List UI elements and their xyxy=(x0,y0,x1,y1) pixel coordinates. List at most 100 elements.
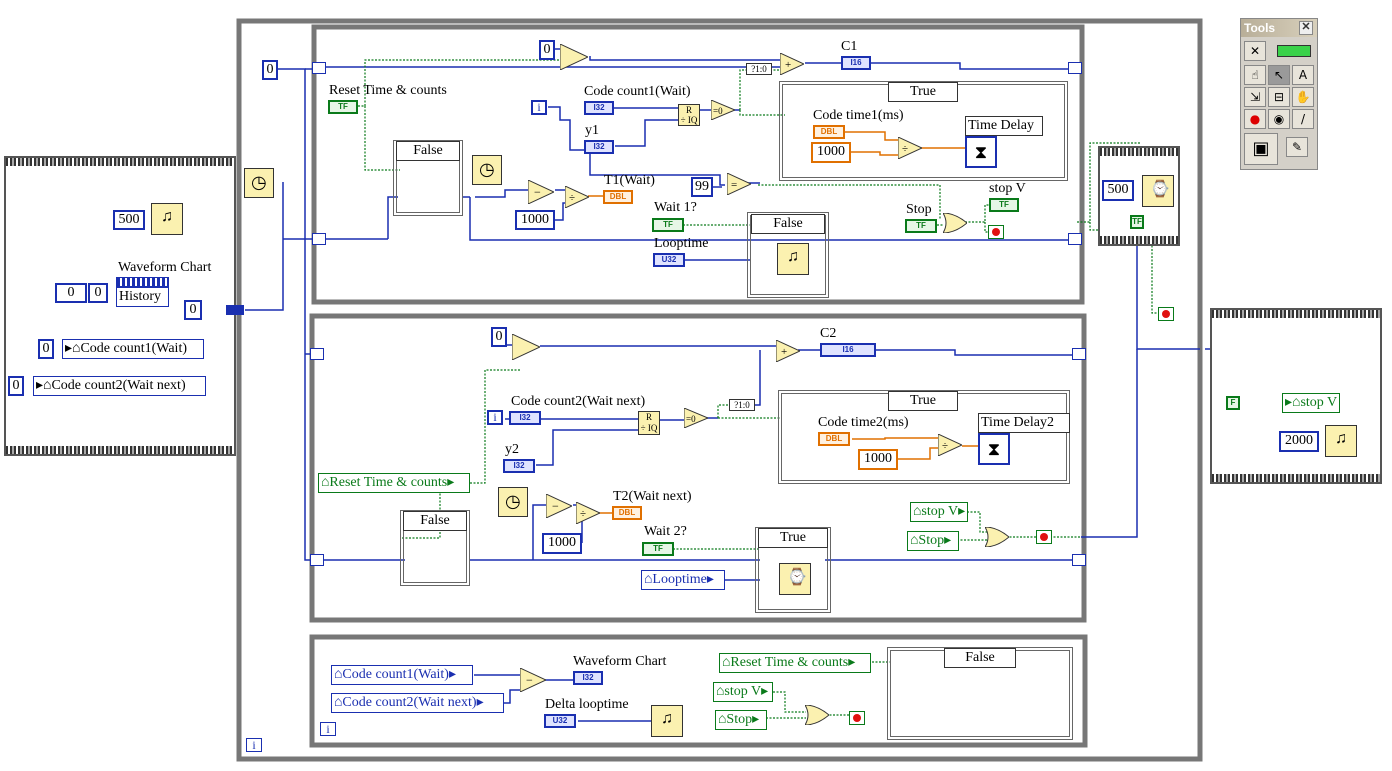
loop1-1000-b[interactable]: 1000 xyxy=(515,210,555,230)
y1-indicator: I32 xyxy=(584,140,614,154)
left-num-b[interactable]: 0 xyxy=(88,283,108,303)
reset-case-selector-2[interactable]: False xyxy=(403,511,467,531)
operate-tool-icon[interactable]: ☝ xyxy=(1244,65,1266,85)
chart-property-node[interactable] xyxy=(116,277,169,287)
divide-node-ct2: ÷ xyxy=(937,433,964,457)
wait-ms-loop3-icon: ♫ xyxy=(651,705,683,737)
shortcut-menu-tool-icon[interactable]: ⊟ xyxy=(1268,87,1290,107)
wait1-case-selector[interactable]: False xyxy=(751,214,825,234)
close-icon[interactable]: ✕ xyxy=(1299,21,1313,35)
outer-while-loop xyxy=(236,18,1203,762)
cc2-property-write[interactable]: ▸⌂Code count2(Wait next) xyxy=(33,376,206,396)
left-wait-const[interactable]: 500 xyxy=(113,210,145,230)
stop-property-read-loop3[interactable]: ⌂Stop▸ xyxy=(715,710,767,730)
stop-label: Stop xyxy=(906,202,932,217)
codetime2-case-selector[interactable]: True xyxy=(888,391,958,411)
cc1-const[interactable]: 0 xyxy=(38,339,54,359)
c1-label: C1 xyxy=(841,39,858,54)
y1-label: y1 xyxy=(585,123,599,138)
reset-case-selector-1[interactable]: False xyxy=(396,141,460,161)
svg-text:+: + xyxy=(781,346,787,358)
stop-terminal-loop3 xyxy=(849,711,865,725)
stopv-property-read-loop2[interactable]: ⌂stop V▸ xyxy=(910,502,968,522)
time-delay-express[interactable]: Time Delay ⧗ xyxy=(965,116,1043,168)
loop2-zero[interactable]: 0 xyxy=(491,327,507,347)
left-out-num[interactable]: 0 xyxy=(184,300,202,320)
scroll-tool-icon[interactable]: ✋ xyxy=(1292,87,1314,107)
left-num-a[interactable]: 0 xyxy=(55,283,87,303)
breakpoint-tool-icon[interactable]: ● xyxy=(1244,109,1266,129)
eq0-node-1: =0 xyxy=(710,99,737,121)
auto-tool-icon[interactable]: ✕ xyxy=(1244,41,1266,61)
stopv-property-read-loop3[interactable]: ⌂stop V▸ xyxy=(713,682,773,702)
wait2-label: Wait 2? xyxy=(644,524,687,539)
svg-text:+: + xyxy=(785,59,791,71)
reset-case-selector-3[interactable]: False xyxy=(944,648,1016,668)
wait1-label: Wait 1? xyxy=(654,200,697,215)
delta-indicator: U32 xyxy=(544,714,576,728)
cc2-property-read[interactable]: ⌂Code count2(Wait next)▸ xyxy=(331,693,504,713)
reset-property-read-loop3[interactable]: ⌂Reset Time & counts▸ xyxy=(719,653,871,673)
waveform-chart-label-loop3: Waveform Chart xyxy=(573,654,667,669)
cc2-const[interactable]: 0 xyxy=(8,376,24,396)
middle-wait-const[interactable]: 500 xyxy=(1102,180,1134,201)
cc1-property-read[interactable]: ⌂Code count1(Wait)▸ xyxy=(331,665,473,685)
quotient-remainder-2: R÷ IQ xyxy=(638,411,660,435)
wait1-control[interactable]: TF xyxy=(652,218,684,232)
wait2-control[interactable]: TF xyxy=(642,542,674,556)
loop2-1000-b[interactable]: 1000 xyxy=(542,533,582,554)
reset-control[interactable]: TF xyxy=(328,100,358,114)
loop3-while-border xyxy=(309,634,1088,748)
looptime-property-read[interactable]: ⌂Looptime▸ xyxy=(641,570,725,590)
wire-tool-icon[interactable]: ⇲ xyxy=(1244,87,1266,107)
cc2-indicator-loop2: I32 xyxy=(509,411,541,425)
cc1-property-write[interactable]: ▸⌂Code count1(Wait) xyxy=(62,339,204,359)
time-delay2-express[interactable]: Time Delay2 ⧗ xyxy=(978,413,1070,465)
probe-tool-icon[interactable]: ◉ xyxy=(1268,109,1290,129)
tick-count-1-icon: ◷ xyxy=(472,155,502,185)
color-tool-icon[interactable]: ▣ xyxy=(1244,133,1278,165)
codetime2-1000[interactable]: 1000 xyxy=(858,449,898,470)
svg-text:−: − xyxy=(552,499,559,513)
auto-tool-indicator xyxy=(1277,45,1311,57)
stopv-label: stop V xyxy=(989,181,1026,196)
history-property[interactable]: History xyxy=(116,287,169,307)
t1-indicator: DBL xyxy=(603,190,633,204)
divide-node-1: ÷ xyxy=(564,185,591,209)
subtract-node-3: − xyxy=(519,667,548,693)
cc2-label-loop2: Code count2(Wait next) xyxy=(511,394,646,409)
reset-property-read-loop2[interactable]: ⌂Reset Time & counts▸ xyxy=(318,473,470,493)
false-const[interactable]: F xyxy=(1226,396,1240,410)
label-tool-icon[interactable]: A xyxy=(1292,65,1314,85)
paint-brush-tool-icon[interactable]: ✎ xyxy=(1286,137,1308,157)
loop1-shift-left-top xyxy=(312,62,326,74)
codetime1-control[interactable]: DBL xyxy=(813,125,845,139)
left-frame-tunnel xyxy=(226,305,244,315)
wait2-case-selector[interactable]: True xyxy=(758,528,828,548)
or-node-2 xyxy=(984,526,1010,548)
stopv-indicator: TF xyxy=(989,198,1019,212)
stopv-property-write-right[interactable]: ▸⌂stop V xyxy=(1282,393,1340,413)
position-tool-icon[interactable]: ↖ xyxy=(1268,65,1290,85)
wait-next-ms-loop2-icon: ⌚ xyxy=(779,563,811,595)
outer-init-zero[interactable]: 0 xyxy=(262,60,278,80)
right-wait-const[interactable]: 2000 xyxy=(1279,431,1319,452)
divide-node-ct1: ÷ xyxy=(897,136,924,160)
hourglass2-icon: ⧗ xyxy=(978,433,1010,465)
codetime1-case-selector[interactable]: True xyxy=(888,82,958,102)
stop-property-read-loop2[interactable]: ⌂Stop▸ xyxy=(907,531,959,551)
loop1-shift-zero[interactable]: 0 xyxy=(539,40,555,60)
eq-node-99: = xyxy=(726,172,753,196)
color-copy-tool-icon[interactable]: / xyxy=(1292,109,1314,129)
codetime2-control[interactable]: DBL xyxy=(818,432,850,446)
wait-next-ms-icon-mid: ⌚ xyxy=(1142,175,1174,207)
right-frame-film-bottom xyxy=(1212,474,1380,482)
codetime1-1000[interactable]: 1000 xyxy=(811,142,851,163)
c2-label: C2 xyxy=(820,326,837,341)
tools-palette[interactable]: Tools✕ ✕ ☝ ↖ A ⇲ ⊟ ✋ ● ◉ / ▣ ✎ xyxy=(1240,18,1318,170)
svg-text:÷: ÷ xyxy=(580,508,586,520)
loop1-99[interactable]: 99 xyxy=(691,177,713,197)
waveform-chart-terminal: I32 xyxy=(573,671,603,685)
stop-control[interactable]: TF xyxy=(905,219,937,233)
